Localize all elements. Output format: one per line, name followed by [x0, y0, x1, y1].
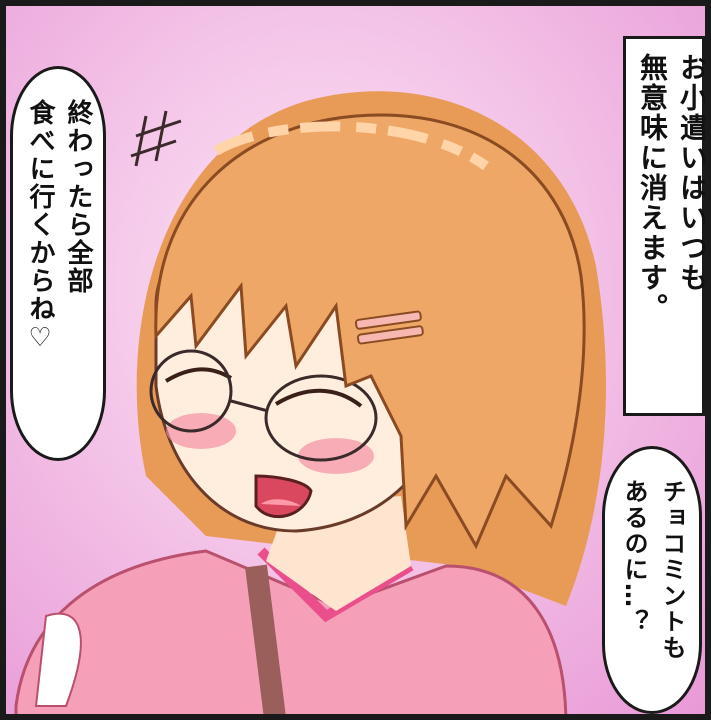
- speech-right-line-2: あるのに…？: [620, 479, 648, 635]
- speech-text-left: 終わったら全部 食べに行くからね♡: [21, 99, 97, 428]
- speech-bubble-left: 終わったら全部 食べに行くからね♡: [10, 66, 106, 461]
- eye-left: [164, 367, 233, 383]
- narration-line-1: お小遣いはいつも: [676, 53, 709, 293]
- bag-strap: [245, 564, 286, 714]
- mouth: [254, 474, 313, 519]
- eye-right: [274, 388, 363, 408]
- narration-box: お小遣いはいつも 無意味に消えます。: [623, 36, 705, 416]
- glasses-left-lens: [149, 349, 233, 433]
- speech-bubble-right: チョコミントも あるのに…？: [602, 446, 702, 714]
- speech-left-line-1: 終わったら全部: [63, 99, 93, 295]
- character-illustration: [14, 91, 607, 714]
- hair-clip: [354, 310, 424, 345]
- narration-text: お小遣いはいつも 無意味に消えます。: [632, 53, 709, 399]
- glasses-right-lens: [264, 374, 378, 462]
- hair-shine: [213, 121, 489, 171]
- blush-right: [298, 438, 374, 474]
- speech-left-line-2: 食べに行くからね♡: [25, 99, 55, 355]
- hair-front: [154, 113, 586, 550]
- hash-mark-icon: [130, 110, 182, 167]
- sleeve-cuff: [34, 612, 82, 707]
- speech-right-line-1: チョコミントも: [658, 479, 686, 661]
- speech-text-right: チョコミントも あるのに…？: [615, 479, 691, 681]
- narration-line-2: 無意味に消えます。: [636, 53, 669, 323]
